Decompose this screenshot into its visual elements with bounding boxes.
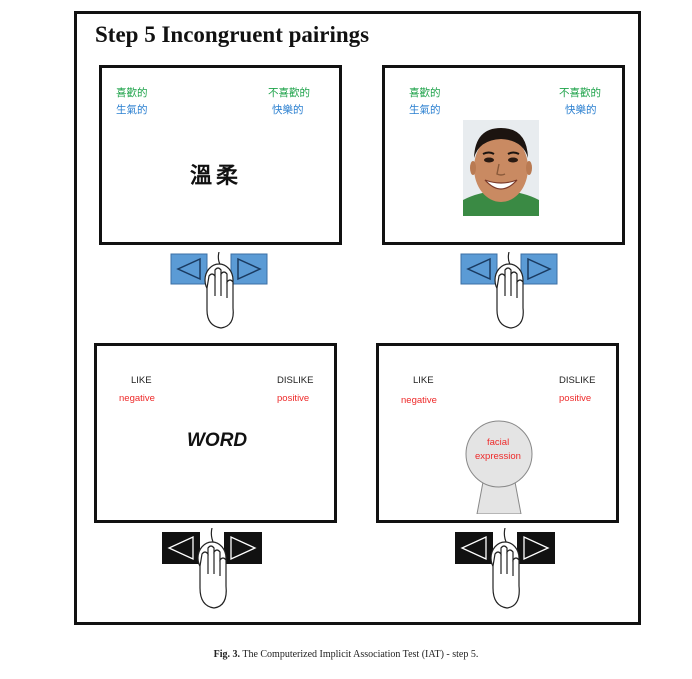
smiling-face-photo (463, 120, 539, 216)
right-arrow-key-icon (520, 253, 558, 285)
panel-top-left: 喜歡的 生氣的 不喜歡的 快樂的 溫柔 (99, 65, 342, 245)
label-right-top: DISLIKE (559, 375, 596, 386)
left-arrow-key-icon (455, 532, 493, 564)
label-right-top: 不喜歡的 (559, 87, 601, 99)
label-left-top: LIKE (413, 375, 434, 386)
diagram-frame: Step 5 Incongruent pairings 喜歡的 生氣的 不喜歡的… (74, 11, 641, 625)
hand-on-mouse-icon (197, 528, 227, 609)
controls-top-left (169, 252, 269, 332)
left-arrow-key-icon (460, 253, 498, 285)
label-left-top: 喜歡的 (116, 87, 148, 99)
caption-prefix: Fig. 3. (213, 649, 241, 660)
figure-caption: Fig. 3. The Computerized Implicit Associ… (0, 649, 692, 660)
facial-expression-silhouette-icon (463, 418, 535, 514)
caption-text: The Computerized Implicit Association Te… (242, 649, 479, 660)
controls-bottom-right (453, 528, 557, 612)
label-left-bottom: 生氣的 (409, 104, 441, 116)
controls-bottom-left (160, 528, 264, 612)
hand-on-mouse-icon (494, 252, 524, 329)
label-right-top: DISLIKE (277, 375, 314, 386)
label-right-bottom: positive (277, 393, 310, 404)
left-arrow-key-icon (170, 253, 208, 285)
label-right-bottom: positive (559, 393, 592, 404)
hand-on-mouse-icon (490, 528, 520, 609)
label-left-bottom: 生氣的 (116, 104, 148, 116)
label-left-bottom: negative (401, 395, 437, 406)
panel-top-right: 喜歡的 生氣的 不喜歡的 快樂的 (382, 65, 625, 245)
controls-top-right (459, 252, 559, 332)
label-right-top: 不喜歡的 (268, 87, 310, 99)
facial-text-line2: expression (475, 451, 521, 462)
hand-on-mouse-icon (204, 252, 234, 329)
right-arrow-key-icon (230, 253, 268, 285)
label-right-bottom: 快樂的 (272, 104, 304, 116)
panel-bottom-right: LIKE negative DISLIKE positive facial ex… (376, 343, 619, 523)
stimulus-word: WORD (187, 430, 248, 451)
panel-bottom-left: LIKE negative DISLIKE positive WORD (94, 343, 337, 523)
left-arrow-key-icon (162, 532, 200, 564)
stimulus-word: 溫柔 (190, 164, 243, 189)
facial-text-line1: facial (487, 437, 510, 448)
label-right-bottom: 快樂的 (565, 104, 597, 116)
label-left-top: LIKE (131, 375, 152, 386)
right-arrow-key-icon (224, 532, 262, 564)
right-arrow-key-icon (517, 532, 555, 564)
label-left-bottom: negative (119, 393, 155, 404)
diagram-title: Step 5 Incongruent pairings (95, 22, 370, 47)
label-left-top: 喜歡的 (409, 87, 441, 99)
